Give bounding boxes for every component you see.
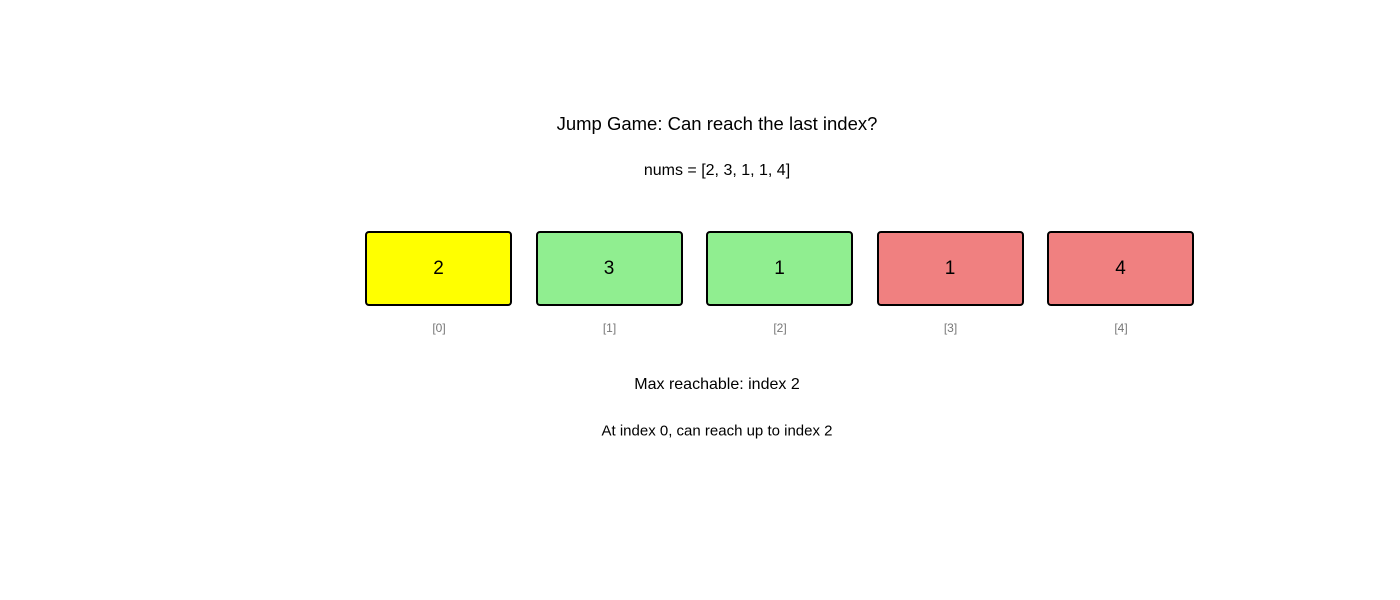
cell-index-label: [4] <box>1114 321 1128 335</box>
cell-value: 3 <box>603 257 615 279</box>
cell-index-label: [0] <box>432 321 446 335</box>
nums-label: nums = [2, 3, 1, 1, 4] <box>643 162 791 179</box>
array-cell-1: 3 <box>535 231 683 306</box>
diagram-title: Jump Game: Can reach the last index? <box>556 113 878 134</box>
cell-value: 4 <box>1115 257 1126 279</box>
array-cell-0: 2 <box>365 231 512 306</box>
cell-index-label: [3] <box>943 321 958 335</box>
array-cell-3: 1 <box>876 231 1024 306</box>
cell-index-label: [2] <box>773 321 787 335</box>
array-cell-4: 4 <box>1047 231 1194 306</box>
cell-value: 2 <box>433 257 444 279</box>
cell-index-label: [1] <box>602 321 617 335</box>
cell-value: 1 <box>944 257 956 279</box>
cell-value: 1 <box>774 257 785 279</box>
array-cell-2: 1 <box>706 231 853 306</box>
max-reachable-label: Max reachable: index 2 <box>634 376 800 393</box>
step-note: At index 0, can reach up to index 2 <box>601 422 833 440</box>
